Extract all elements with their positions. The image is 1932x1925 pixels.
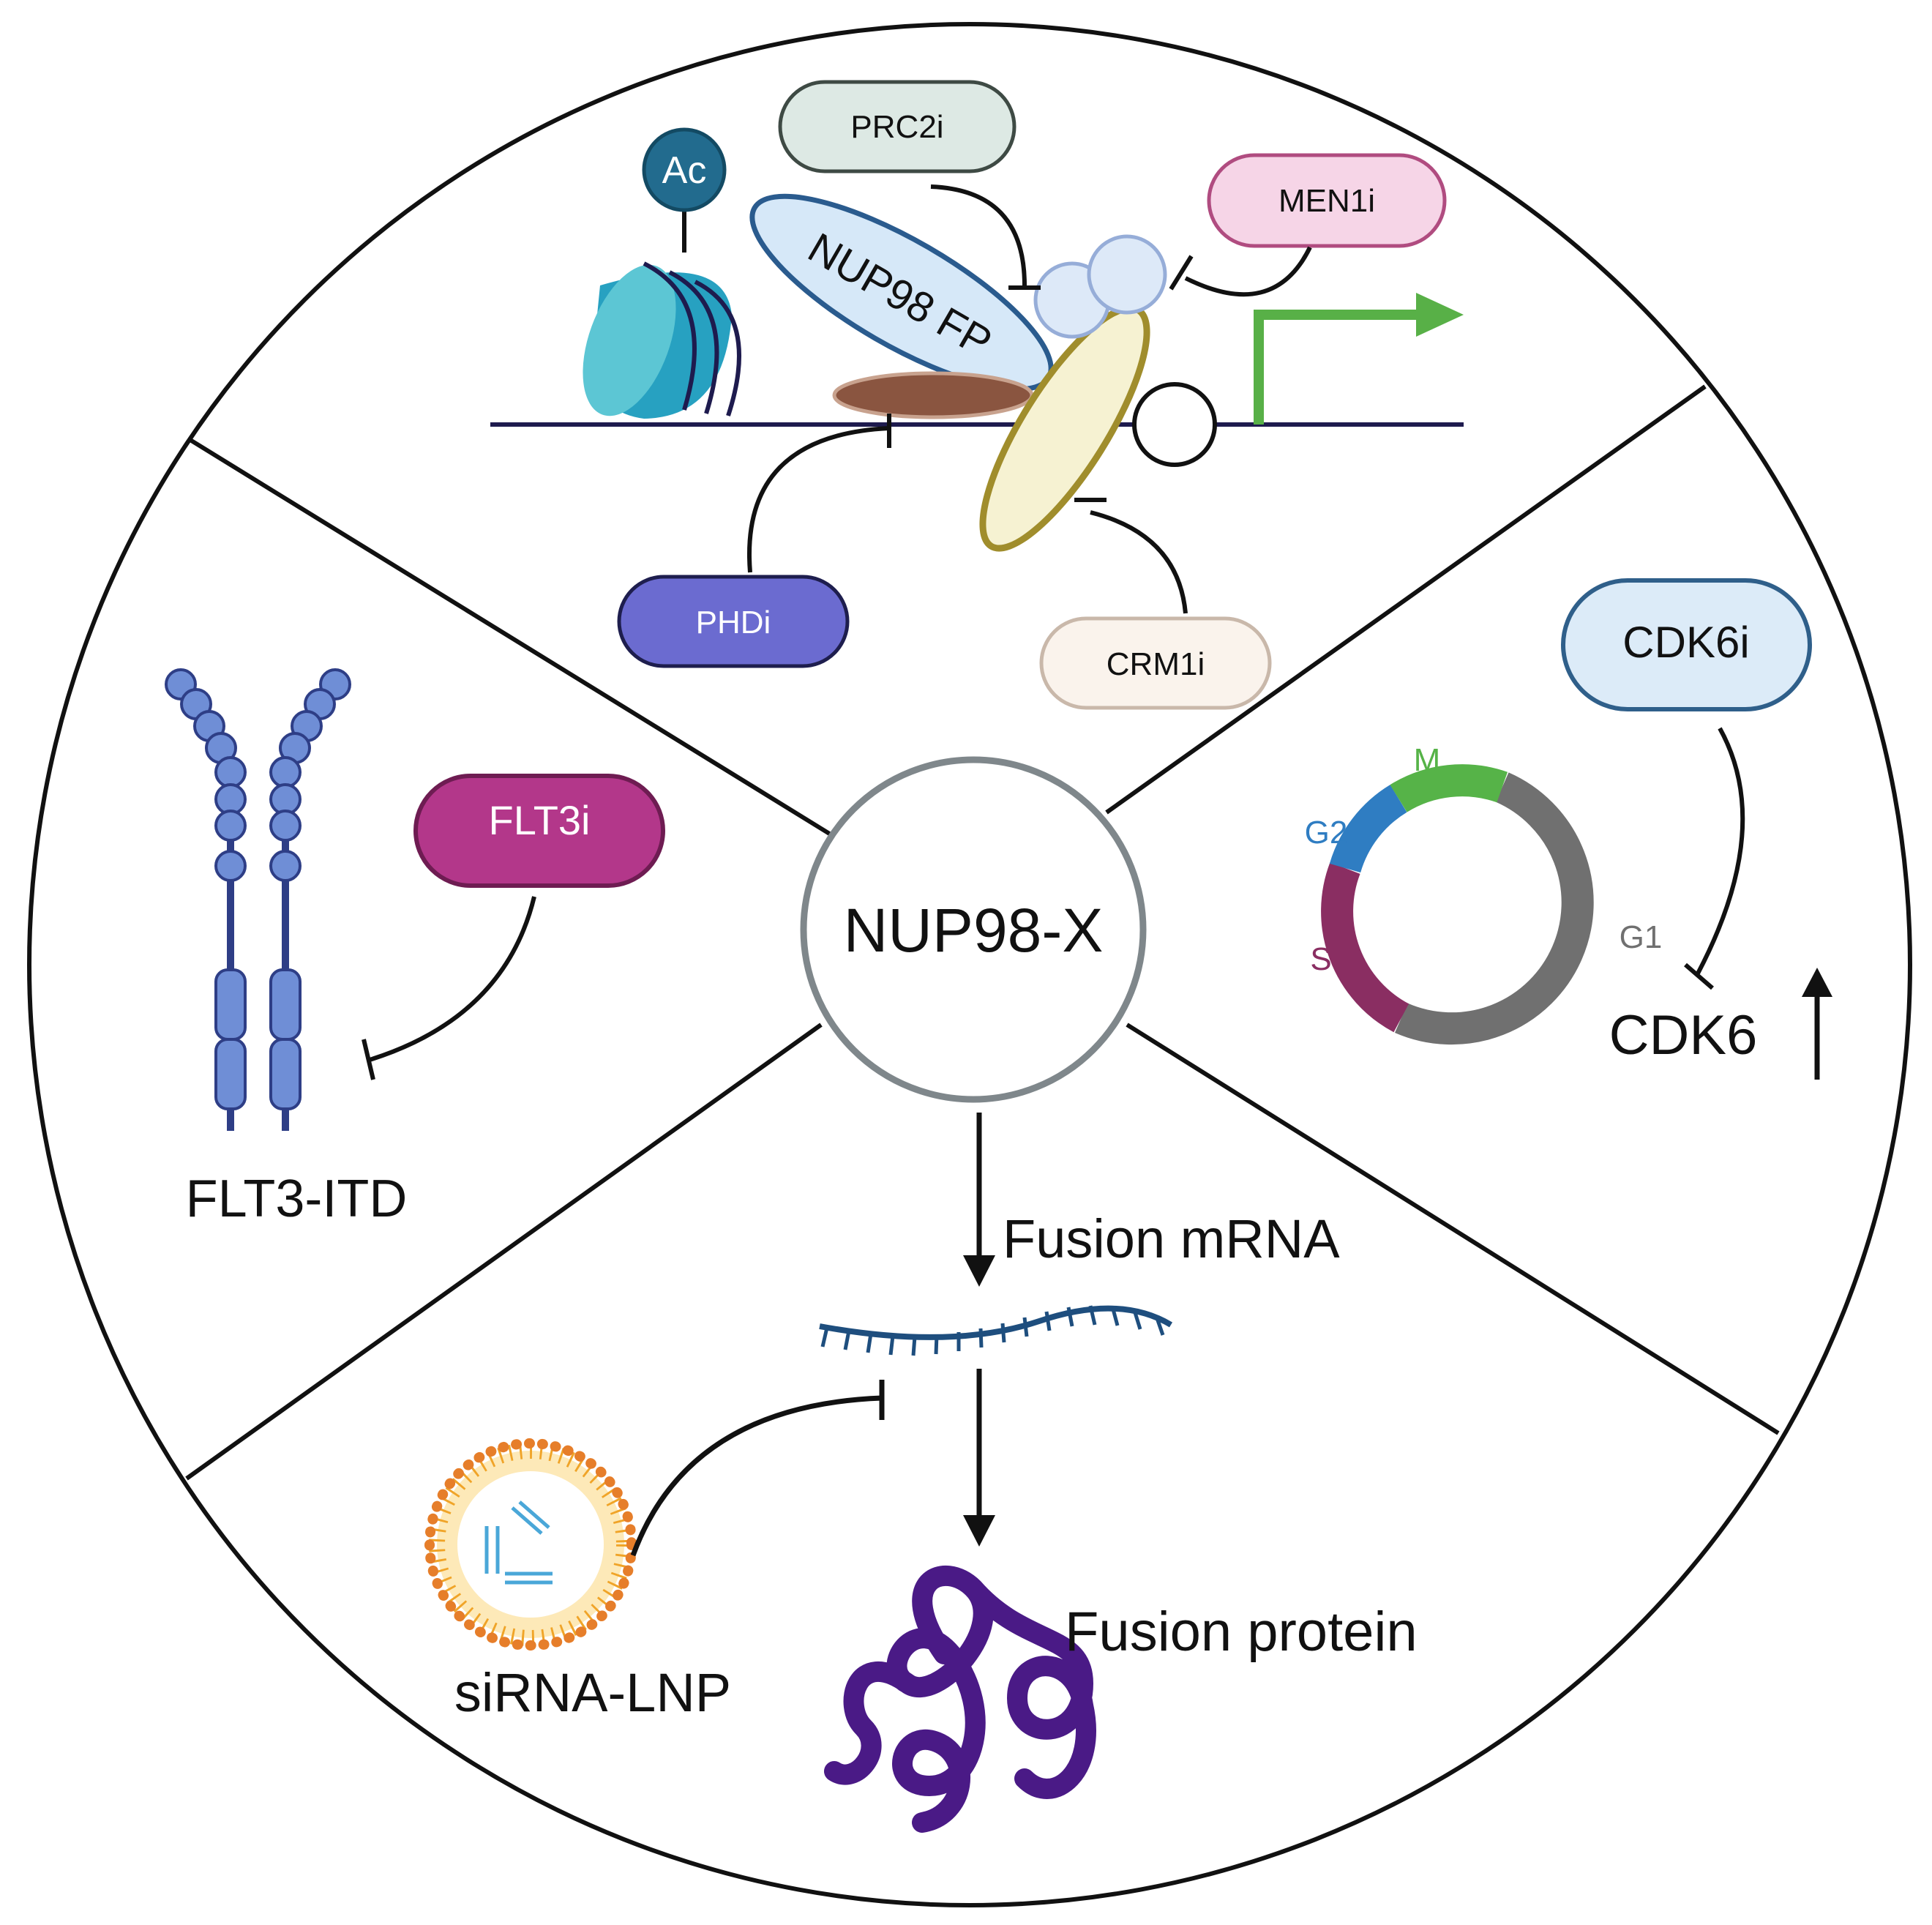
phdi-label: PHDi: [696, 605, 771, 640]
phase-label-m: M: [1414, 742, 1441, 778]
center-node: [800, 756, 1147, 1103]
transcription-arrowhead: [963, 1255, 995, 1287]
prc2i-pill: [778, 80, 1016, 173]
men1i-bar: [1169, 255, 1194, 291]
prc2i-label: PRC2i: [850, 109, 943, 145]
divider-upper-left: [185, 436, 832, 837]
men1i-label: MEN1i: [1278, 183, 1375, 219]
dna-loop-element: [1132, 382, 1217, 467]
flt3i-pill: [413, 774, 665, 888]
complex-subunit: [1087, 234, 1167, 315]
cdk6i-inhibition-line: [1696, 727, 1745, 975]
flt3i-bar: [362, 1039, 375, 1080]
cdk6i-bar: [1684, 962, 1714, 990]
phdi-inhibition-line: [747, 426, 890, 573]
cdk6i-label: CDK6i: [1622, 618, 1749, 667]
fusion-protein-icon: [824, 1566, 1096, 1833]
nucleosome-icon: [583, 261, 741, 419]
fusion-mrna-label: Fusion mRNA: [1003, 1208, 1340, 1269]
crm1i-label: CRM1i: [1107, 646, 1205, 682]
sirna-lnp-label: siRNA-LNP: [454, 1662, 731, 1723]
dna-binding-factor: [832, 371, 1034, 419]
flt3i-inhibition-line: [369, 896, 536, 1062]
phase-label-g2: G2: [1305, 815, 1348, 851]
sirna-inhibition-line: [630, 1395, 883, 1557]
phase-arc-m: [1390, 764, 1508, 812]
acetyl-mark: [642, 127, 727, 212]
phase-label-s: S: [1310, 941, 1331, 977]
divider-upper-right: [1105, 384, 1707, 815]
crm1i-pill: [1039, 616, 1272, 710]
acetyl-label: Ac: [662, 149, 707, 192]
crm1i-inhibition-line: [1090, 510, 1188, 614]
center-label: NUP98-X: [844, 896, 1104, 965]
phase-label-g1: G1: [1620, 919, 1663, 955]
flt3-itd-label: FLT3-ITD: [186, 1170, 408, 1228]
translation-arrowhead: [963, 1515, 995, 1547]
mrna-strand-icon: [819, 1305, 1173, 1356]
divider-lower-right: [1126, 1023, 1780, 1435]
flt3i-label: FLT3i: [489, 797, 591, 843]
prc2i-inhibition-line: [930, 184, 1027, 286]
fusion-protein-label: Fusion protein: [1065, 1601, 1418, 1663]
flt3-receptor-icon: [165, 668, 351, 1131]
transcription-start-arrow-icon: [1254, 293, 1464, 425]
phase-arc-g2: [1329, 785, 1407, 873]
phase-arc-s: [1321, 862, 1409, 1033]
men1i-inhibition-line: [1184, 246, 1312, 297]
phdi-pill: [617, 575, 850, 668]
upregulation-arrow-icon: [1802, 968, 1832, 1080]
divider-lower-left: [185, 1023, 823, 1481]
phase-arc-g1: [1395, 772, 1594, 1045]
cell-cycle-ring: [1321, 764, 1594, 1045]
cdk6-label: CDK6: [1609, 1004, 1758, 1066]
men1i-pill: [1207, 153, 1447, 248]
cdk6i-pill: [1561, 578, 1812, 711]
sirna-lnp-icon: [424, 1438, 637, 1651]
